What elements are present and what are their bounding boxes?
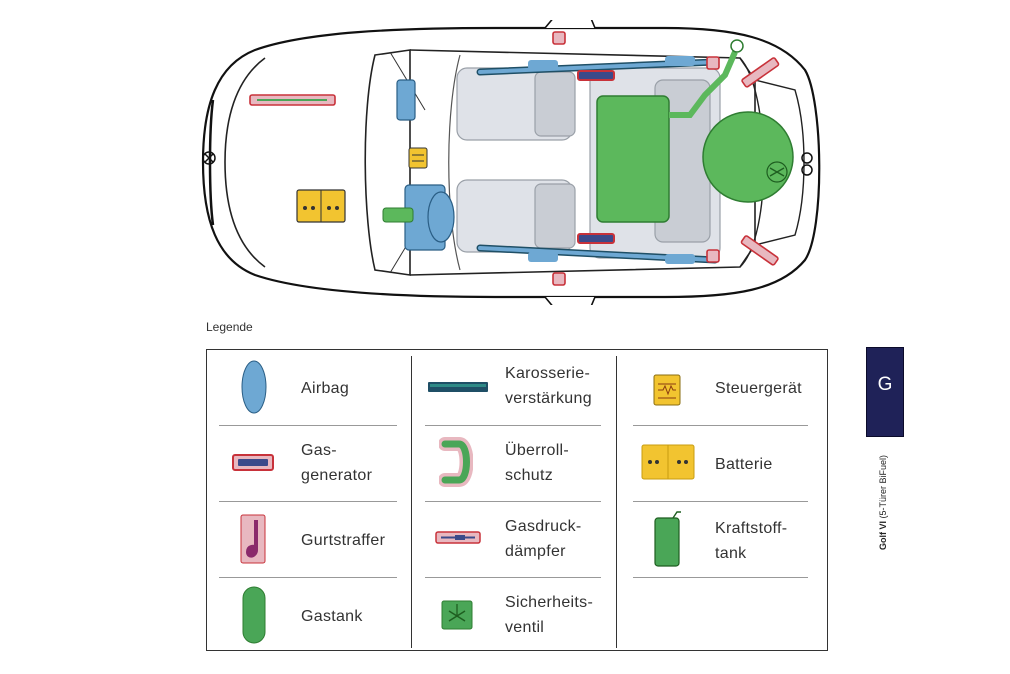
legend-label-control-unit: Steuergerät bbox=[715, 380, 802, 397]
passenger-airbag bbox=[396, 79, 416, 121]
battery-icon bbox=[641, 444, 695, 480]
side-airbag-rear-left bbox=[665, 56, 695, 66]
legend-label-body-reinforcement: Karosserie- verstärkung bbox=[505, 365, 592, 407]
airbag-icon bbox=[241, 360, 267, 414]
steering-gas-generator bbox=[382, 207, 414, 223]
legend-label-gas-strut: Gasdruck- dämpfer bbox=[505, 518, 582, 560]
legend-label-gas-tank: Gastank bbox=[301, 608, 363, 625]
gas-generator-icon bbox=[232, 454, 274, 471]
legend-label-airbag: Airbag bbox=[301, 380, 350, 397]
body-reinforcement-icon bbox=[428, 382, 488, 392]
fuel-tank-icon bbox=[654, 511, 681, 567]
legend-label-fuel-tank: Kraftstoff- tank bbox=[715, 520, 788, 562]
front-logo bbox=[202, 151, 216, 165]
legend-label-battery: Batterie bbox=[715, 456, 773, 473]
control-unit-icon bbox=[653, 374, 681, 406]
side-label: Golf VI (5-Türer BiFuel) bbox=[878, 442, 892, 550]
car-top-view-diagram bbox=[201, 20, 821, 305]
legend-table: Airbag Gas- generator Gurtstraffer Gasta… bbox=[206, 349, 828, 651]
side-airbag-front-right bbox=[528, 252, 558, 262]
fuel-tank bbox=[596, 95, 670, 223]
front-seats bbox=[456, 67, 576, 253]
seatbelt-tensioners bbox=[552, 31, 720, 286]
legend-label-rollover-protection: Überroll- schutz bbox=[505, 442, 570, 484]
rear-logo bbox=[801, 152, 813, 176]
control-unit bbox=[408, 147, 428, 169]
seatbelt-tensioner-icon bbox=[240, 514, 266, 564]
gas-tank bbox=[702, 111, 794, 203]
gas-tank-icon bbox=[242, 586, 266, 644]
legend-label-safety-valve: Sicherheits- ventil bbox=[505, 594, 594, 636]
safety-valve bbox=[766, 161, 788, 183]
chapter-tab-letter: G bbox=[877, 374, 893, 395]
side-label-variant: (5-Türer BiFuel) bbox=[878, 454, 888, 519]
safety-valve-icon bbox=[441, 600, 473, 630]
rollover-protection-icon bbox=[439, 437, 473, 487]
driver-airbag bbox=[427, 191, 455, 243]
side-label-model: Golf VI bbox=[878, 521, 888, 550]
legend-label-gas-generator: Gas- generator bbox=[301, 442, 373, 484]
gas-strut-icon bbox=[435, 531, 481, 544]
column-divider bbox=[411, 356, 412, 648]
side-airbag-rear-right bbox=[665, 254, 695, 264]
chapter-tab[interactable]: G bbox=[866, 347, 904, 437]
legend-title: Legende bbox=[206, 320, 253, 334]
legend-label-seatbelt-tensioner: Gurtstraffer bbox=[301, 532, 386, 549]
gas-generators bbox=[577, 70, 615, 244]
column-divider bbox=[616, 356, 617, 648]
side-airbag-front-left bbox=[528, 60, 558, 70]
battery bbox=[296, 189, 346, 223]
